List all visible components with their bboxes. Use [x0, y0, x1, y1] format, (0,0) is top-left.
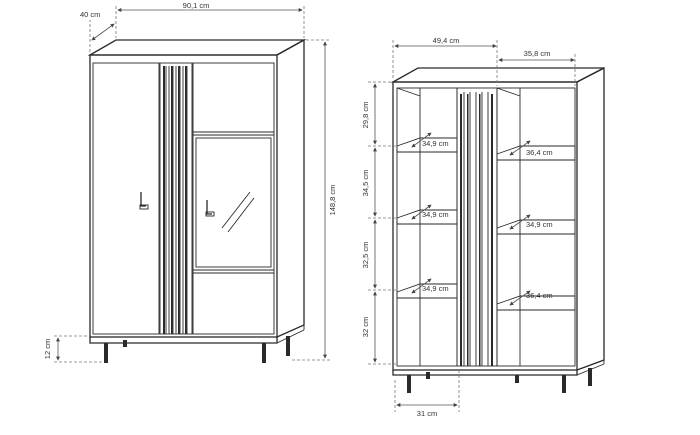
shelf-view-cabinet: [390, 66, 605, 393]
left-shelf-depth-label-2: 34,9 cm: [422, 210, 449, 219]
shelf-bottom-width-label: 31 cm: [417, 409, 437, 418]
front-slatted-panel: [159, 62, 193, 335]
front-width-label: 90,1 cm: [183, 1, 210, 10]
front-top-surface: [87, 39, 307, 56]
front-face: [89, 54, 278, 338]
section-height-label-2: 34,5 cm: [361, 170, 370, 197]
shelf-slatted-panel: [456, 87, 498, 367]
section-height-label-3: 32,5 cm: [361, 242, 370, 269]
shelf-front-frame: [392, 81, 578, 371]
shelf-legs: [407, 368, 592, 393]
left-shelf-depth-label-1: 34,9 cm: [422, 139, 449, 148]
section-height-label-1: 29,8 cm: [361, 102, 370, 129]
left-shelf-depth-label-3: 34,9 cm: [422, 284, 449, 293]
right-shelf-depth-label-1: 36,4 cm: [526, 148, 553, 157]
shelf-top-surface: [390, 67, 605, 83]
left-door: [92, 62, 160, 335]
right-shelf-depth-label-3: 36,4 cm: [526, 291, 553, 300]
shelf-right-width-label: 35,8 cm: [524, 49, 551, 58]
right-door-handle: [206, 200, 212, 215]
shelf-view-dimensions: [368, 40, 576, 412]
front-side-face: [276, 38, 305, 338]
right-door-column: [192, 62, 275, 335]
front-depth-label: 40 cm: [80, 10, 100, 19]
glass-door: [195, 137, 272, 268]
front-height-label: 148,8 cm: [328, 185, 337, 216]
front-legs: [104, 336, 290, 363]
front-view-dimensions: [54, 6, 330, 363]
front-view-cabinet: [87, 38, 307, 363]
right-shelf-depth-label-2: 34,9 cm: [526, 220, 553, 229]
section-height-label-4: 32 cm: [361, 317, 370, 337]
left-door-handle: [140, 192, 146, 207]
shelf-side-face: [576, 66, 605, 371]
shelf-left-width-label: 49,4 cm: [433, 36, 460, 45]
front-plinth: [89, 337, 278, 344]
front-leg-height-label: 12 cm: [43, 339, 52, 359]
